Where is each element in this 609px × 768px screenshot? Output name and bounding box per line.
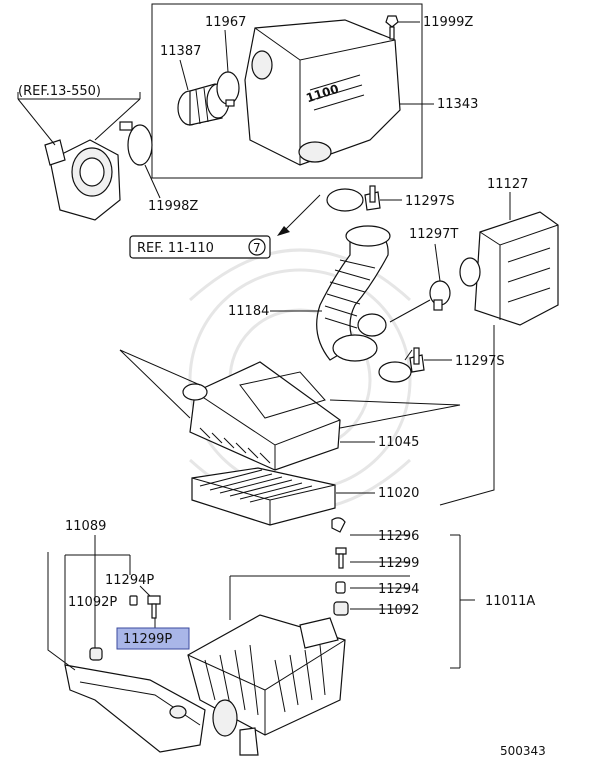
bolt-11299[interactable]: [335, 547, 347, 569]
label-11343[interactable]: 11343: [437, 97, 478, 112]
ref-11-110-label: REF. 11-110: [137, 241, 214, 256]
label-11297s-upper[interactable]: 11297S: [405, 194, 455, 209]
bolt-11299p[interactable]: [147, 595, 161, 619]
resonator-11343[interactable]: 1100: [244, 19, 401, 166]
air-cleaner-case-11011a[interactable]: [187, 614, 346, 756]
label-11387[interactable]: 11387: [160, 44, 201, 59]
label-11092[interactable]: 11092: [378, 603, 419, 618]
inlet-duct-11089[interactable]: [64, 664, 206, 753]
ref-arrow-line: [284, 194, 321, 231]
label-11998z[interactable]: 11998Z: [148, 199, 198, 214]
resonator-11127[interactable]: [459, 211, 559, 326]
bolt-11999z[interactable]: [385, 15, 399, 40]
nut-11092[interactable]: [333, 601, 349, 616]
ref-11-110-box[interactable]: REF. 11-110 7: [129, 235, 271, 259]
pin-11294p[interactable]: [129, 595, 138, 606]
clamp-11998z[interactable]: [119, 121, 153, 166]
label-11297s-lower[interactable]: 11297S: [455, 354, 505, 369]
label-11089[interactable]: 11089: [65, 519, 106, 534]
label-11184[interactable]: 11184: [228, 304, 269, 319]
label-11011a[interactable]: 11011A: [485, 594, 535, 609]
label-11999z[interactable]: 11999Z: [423, 15, 473, 30]
label-11092p[interactable]: 11092P: [68, 595, 117, 610]
label-11045[interactable]: 11045: [378, 435, 419, 450]
air-hose-11184[interactable]: [316, 225, 391, 362]
label-11294p[interactable]: 11294P: [105, 573, 154, 588]
air-cleaner-cover-11045[interactable]: [182, 361, 341, 471]
clamp-11297s-upper[interactable]: [326, 185, 381, 212]
grommet-11294[interactable]: [335, 581, 346, 594]
clamp-11297t[interactable]: [429, 280, 451, 311]
ref-arrow-head: [277, 226, 290, 236]
clamp-11967[interactable]: [216, 71, 240, 107]
diagram-number: 500343: [500, 744, 546, 758]
ref-11-110-number: 7: [253, 241, 261, 255]
label-11297t[interactable]: 11297T: [409, 227, 458, 242]
label-11020[interactable]: 11020: [378, 486, 419, 501]
label-11299[interactable]: 11299: [378, 556, 419, 571]
clip-11296[interactable]: [331, 517, 346, 533]
nut-11092p[interactable]: [89, 647, 103, 661]
throttle-body-reference[interactable]: [44, 139, 121, 221]
clamp-11297s-lower[interactable]: [378, 347, 425, 383]
label-11294[interactable]: 11294: [378, 582, 419, 597]
label-11967[interactable]: 11967: [205, 15, 246, 30]
highlight-11299p[interactable]: 11299P: [116, 627, 190, 650]
filter-element-11020[interactable]: [191, 467, 336, 526]
label-11299p: 11299P: [123, 632, 172, 647]
label-11296[interactable]: 11296: [378, 529, 419, 544]
label-11127[interactable]: 11127: [487, 177, 528, 192]
ref-13-550-label[interactable]: (REF.13-550): [18, 84, 101, 99]
